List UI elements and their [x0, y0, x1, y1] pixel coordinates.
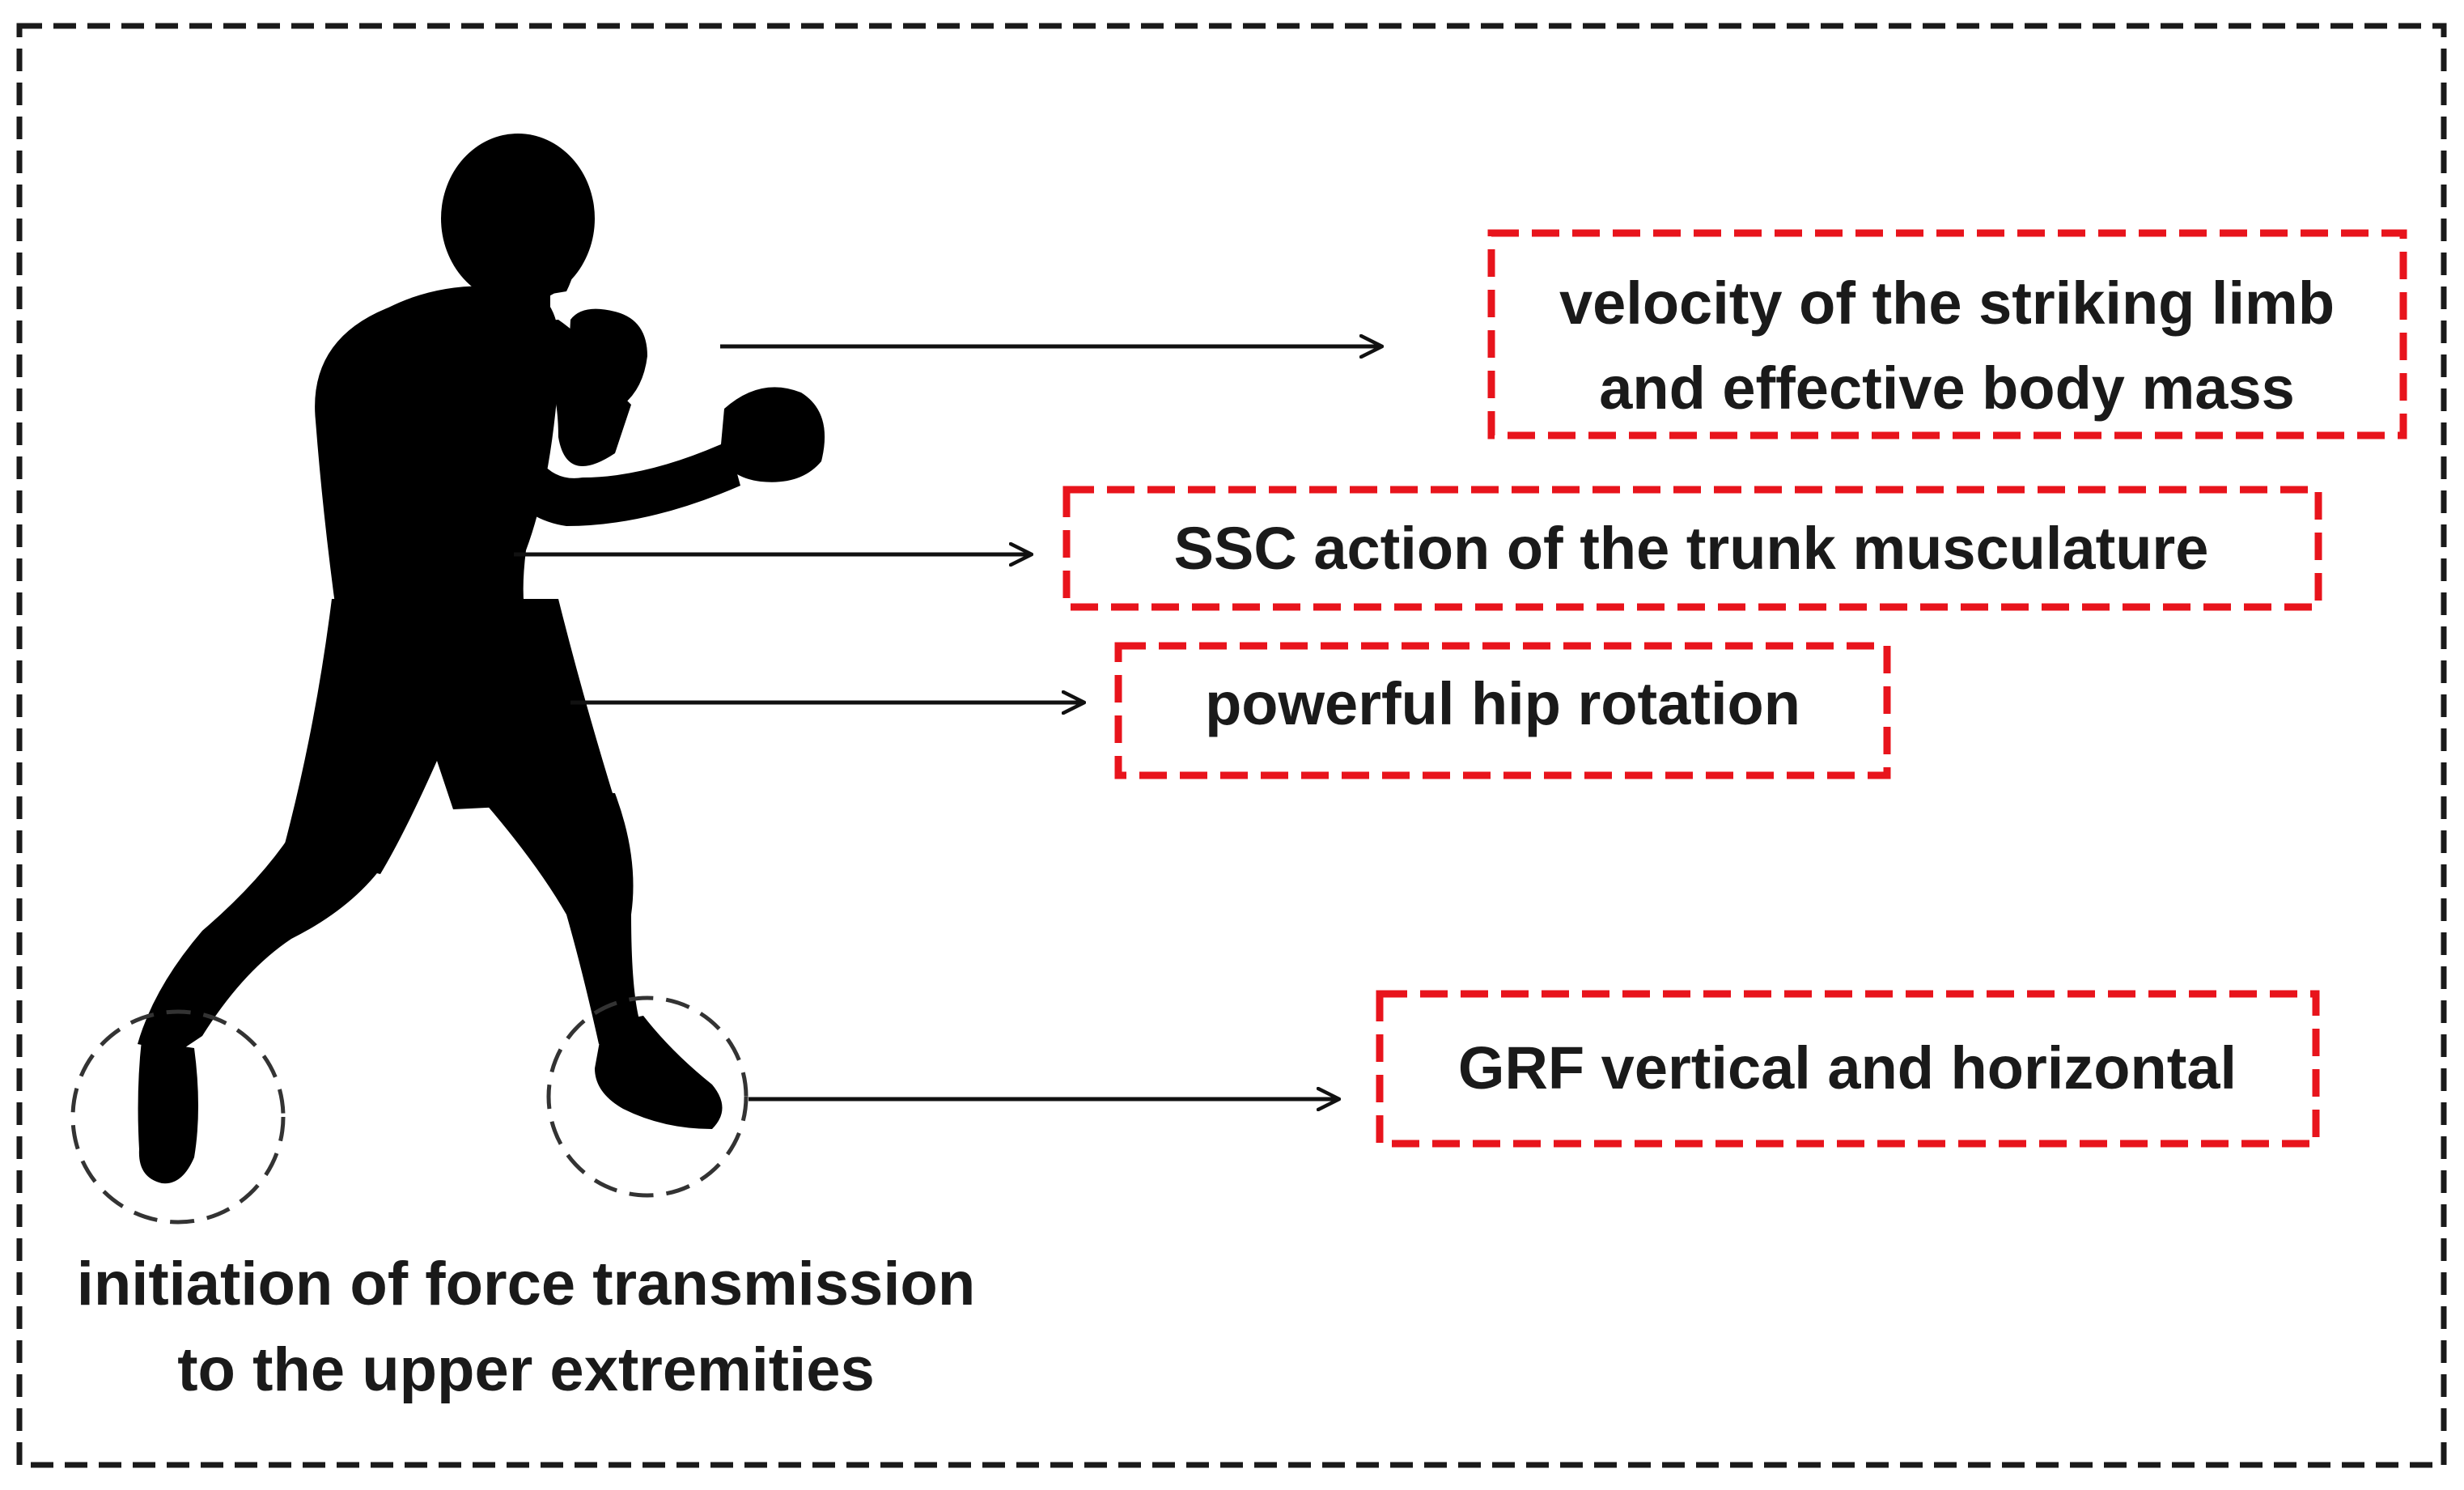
caption-line1: initiation of force transmission: [77, 1250, 976, 1318]
boxer-lead-glove-icon: [720, 387, 825, 482]
front-foot-circle: [546, 995, 749, 1198]
outer-frame: [16, 23, 2447, 1468]
rear-foot-circle: [70, 1009, 286, 1225]
boxer-front-leg: [469, 785, 639, 1044]
boxer-lead-arm: [486, 405, 740, 526]
grf-label: GRF vertical and horizontal: [1458, 1034, 2237, 1102]
boxer-face: [518, 186, 577, 299]
velocity-label-line1: velocity of the striking limb: [1559, 270, 2335, 337]
ssc-label-box: SSC action of the trunk musculature: [1062, 486, 2322, 611]
boxer-front-foot: [595, 1016, 723, 1129]
ssc-label: SSC action of the trunk musculature: [1174, 515, 2209, 582]
hip-label: powerful hip rotation: [1205, 670, 1800, 737]
velocity-label-box: velocity of the striking limb and effect…: [1487, 229, 2407, 439]
caption-line2: to the upper extremities: [177, 1335, 875, 1404]
hip-label-box: powerful hip rotation: [1114, 642, 1891, 779]
boxer-rear-leg: [138, 834, 388, 1052]
boxer-silhouette-icon: [138, 134, 825, 1184]
velocity-label-line2: and effective body mass: [1599, 354, 2295, 422]
boxer-rear-glove-icon: [570, 308, 647, 405]
boxer-torso: [315, 286, 560, 639]
boxer-rear-foot: [138, 1040, 198, 1184]
grf-label-box: GRF vertical and horizontal: [1376, 990, 2320, 1148]
boxer-rear-arm: [502, 320, 631, 466]
